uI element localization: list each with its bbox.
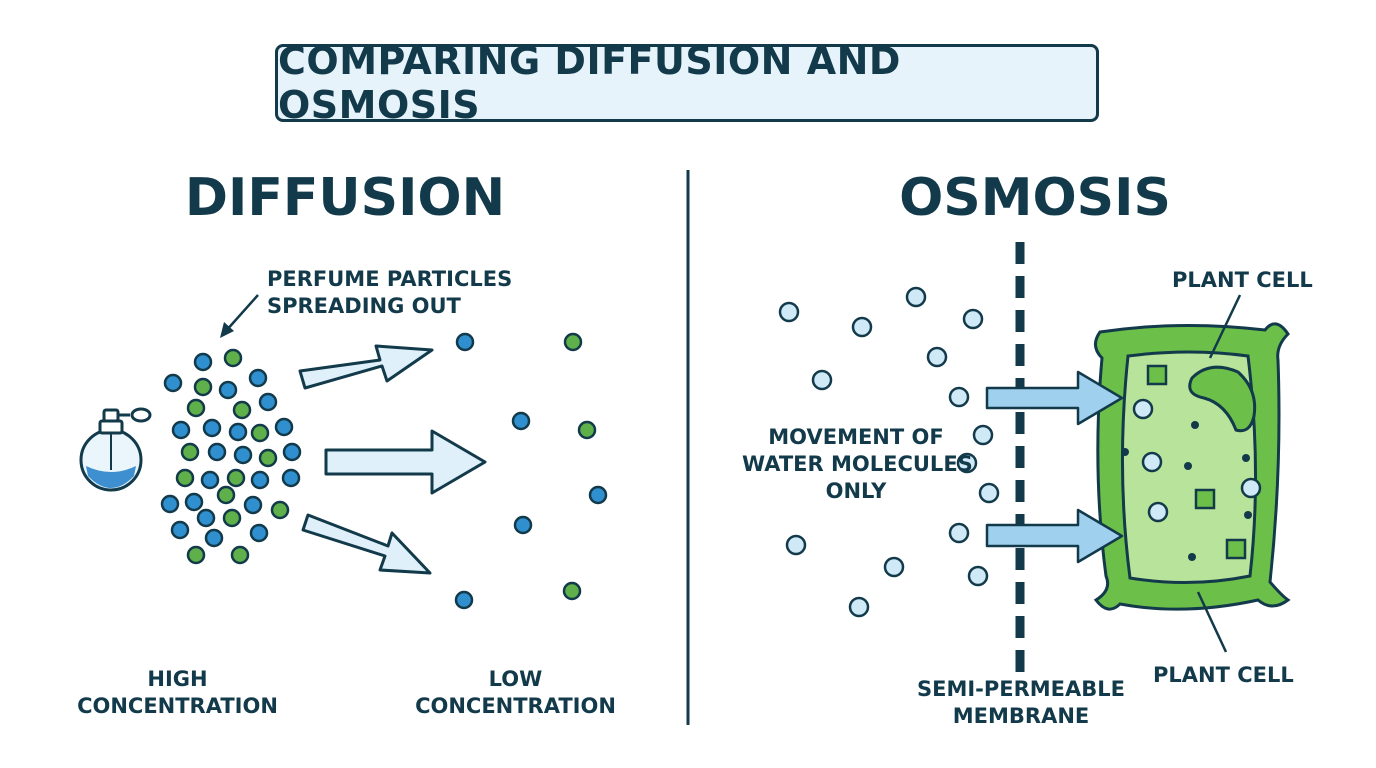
blue-particle xyxy=(274,417,294,437)
cell-water-molecules xyxy=(1132,398,1262,523)
blue-particle xyxy=(200,470,220,490)
membrane-label: SEMI-PERMEABLE MEMBRANE xyxy=(916,677,1126,728)
chloroplast xyxy=(1146,364,1168,386)
blue-particle xyxy=(233,445,253,465)
green-particle xyxy=(216,485,236,505)
blue-particle xyxy=(207,442,227,462)
blue-particle xyxy=(228,422,248,442)
green-particle xyxy=(250,423,270,443)
blue-particle xyxy=(170,520,190,540)
blue-particle xyxy=(250,470,270,490)
blue-particle xyxy=(513,515,533,535)
low-concentration-label: LOW CONCENTRATION xyxy=(415,667,616,718)
low-concentration-particles xyxy=(454,332,608,610)
perfume-bottle-icon xyxy=(79,407,152,492)
water-molecule xyxy=(972,424,994,446)
blue-particle xyxy=(455,332,475,352)
water-molecule xyxy=(926,346,948,368)
diffusion-arrow-down xyxy=(301,513,432,575)
water-molecule xyxy=(811,369,833,391)
green-particle xyxy=(226,468,246,488)
blue-particle xyxy=(243,495,263,515)
plant-cell-pointer-top xyxy=(1208,294,1242,359)
blue-particle xyxy=(204,528,224,548)
water-molecule xyxy=(948,522,970,544)
diffusion-heading: DIFFUSION xyxy=(184,168,506,228)
blue-particle xyxy=(196,508,216,528)
green-particle xyxy=(175,468,195,488)
green-particle xyxy=(223,348,243,368)
green-particle xyxy=(186,545,206,565)
green-particle xyxy=(563,332,583,352)
blue-particle xyxy=(248,368,268,388)
page-title: COMPARING DIFFUSION AND OSMOSIS xyxy=(278,39,901,127)
water-molecule xyxy=(948,386,970,408)
cell-dots xyxy=(1121,421,1252,561)
blue-particle xyxy=(281,468,301,488)
green-particle xyxy=(180,442,200,462)
diffusion-arrows xyxy=(298,344,487,575)
green-particle xyxy=(230,545,250,565)
perfume-particles-label: PERFUME PARTICLES SPREADING OUT xyxy=(267,267,513,318)
water-molecule xyxy=(1240,477,1262,499)
blue-particle xyxy=(184,492,204,512)
water-molecules xyxy=(778,286,1000,618)
osmosis-arrows xyxy=(985,370,1124,564)
green-particle xyxy=(222,508,242,528)
water-molecule xyxy=(1147,501,1169,523)
plant-cell-label-top: PLANT CELL xyxy=(1172,268,1313,292)
water-molecule xyxy=(962,308,984,330)
water-molecule xyxy=(956,452,978,474)
plant-cell xyxy=(1093,322,1291,611)
water-molecule xyxy=(905,286,927,308)
blue-particle xyxy=(511,411,531,431)
high-concentration-cluster xyxy=(160,348,302,565)
plant-cell-pointer-bottom xyxy=(1196,591,1228,653)
green-particle xyxy=(577,420,597,440)
green-particle xyxy=(258,448,278,468)
blue-particle xyxy=(171,420,191,440)
chloroplast xyxy=(1194,488,1216,510)
high-concentration-label: HIGH CONCENTRATION xyxy=(77,667,278,718)
water-molecule xyxy=(978,482,1000,504)
osmosis-arrow-bottom xyxy=(985,508,1124,564)
water-molecule xyxy=(967,565,989,587)
green-particle xyxy=(270,500,290,520)
perfume-pointer-arrow xyxy=(220,294,259,338)
vacuole xyxy=(1188,365,1257,433)
plant-cell-label-bottom: PLANT CELL xyxy=(1153,663,1294,687)
blue-particle xyxy=(588,485,608,505)
blue-particle xyxy=(202,418,222,438)
blue-particle xyxy=(163,373,183,393)
blue-particle xyxy=(160,494,180,514)
water-molecule xyxy=(883,556,905,578)
water-movement-label: MOVEMENT OF WATER MOLECULES ONLY xyxy=(742,425,973,503)
blue-particle xyxy=(282,442,302,462)
blue-particle xyxy=(249,523,269,543)
osmosis-arrow-top xyxy=(985,370,1124,426)
diffusion-arrow-up xyxy=(298,344,434,390)
blue-particle xyxy=(193,352,213,372)
water-molecule xyxy=(1132,398,1154,420)
water-molecule xyxy=(785,534,807,556)
water-molecule xyxy=(778,301,800,323)
green-particle xyxy=(186,398,206,418)
title-box: COMPARING DIFFUSION AND OSMOSIS xyxy=(275,39,1099,127)
blue-particle xyxy=(218,380,238,400)
osmosis-heading: OSMOSIS xyxy=(899,168,1171,228)
chloroplast xyxy=(1225,538,1247,560)
blue-particle xyxy=(258,392,278,412)
water-molecule xyxy=(851,316,873,338)
water-molecule xyxy=(1141,451,1163,473)
green-particle xyxy=(232,400,252,420)
diffusion-arrow-middle xyxy=(324,429,487,495)
green-particle xyxy=(562,581,582,601)
green-particle xyxy=(193,377,213,397)
water-molecule xyxy=(848,596,870,618)
blue-particle xyxy=(454,590,474,610)
